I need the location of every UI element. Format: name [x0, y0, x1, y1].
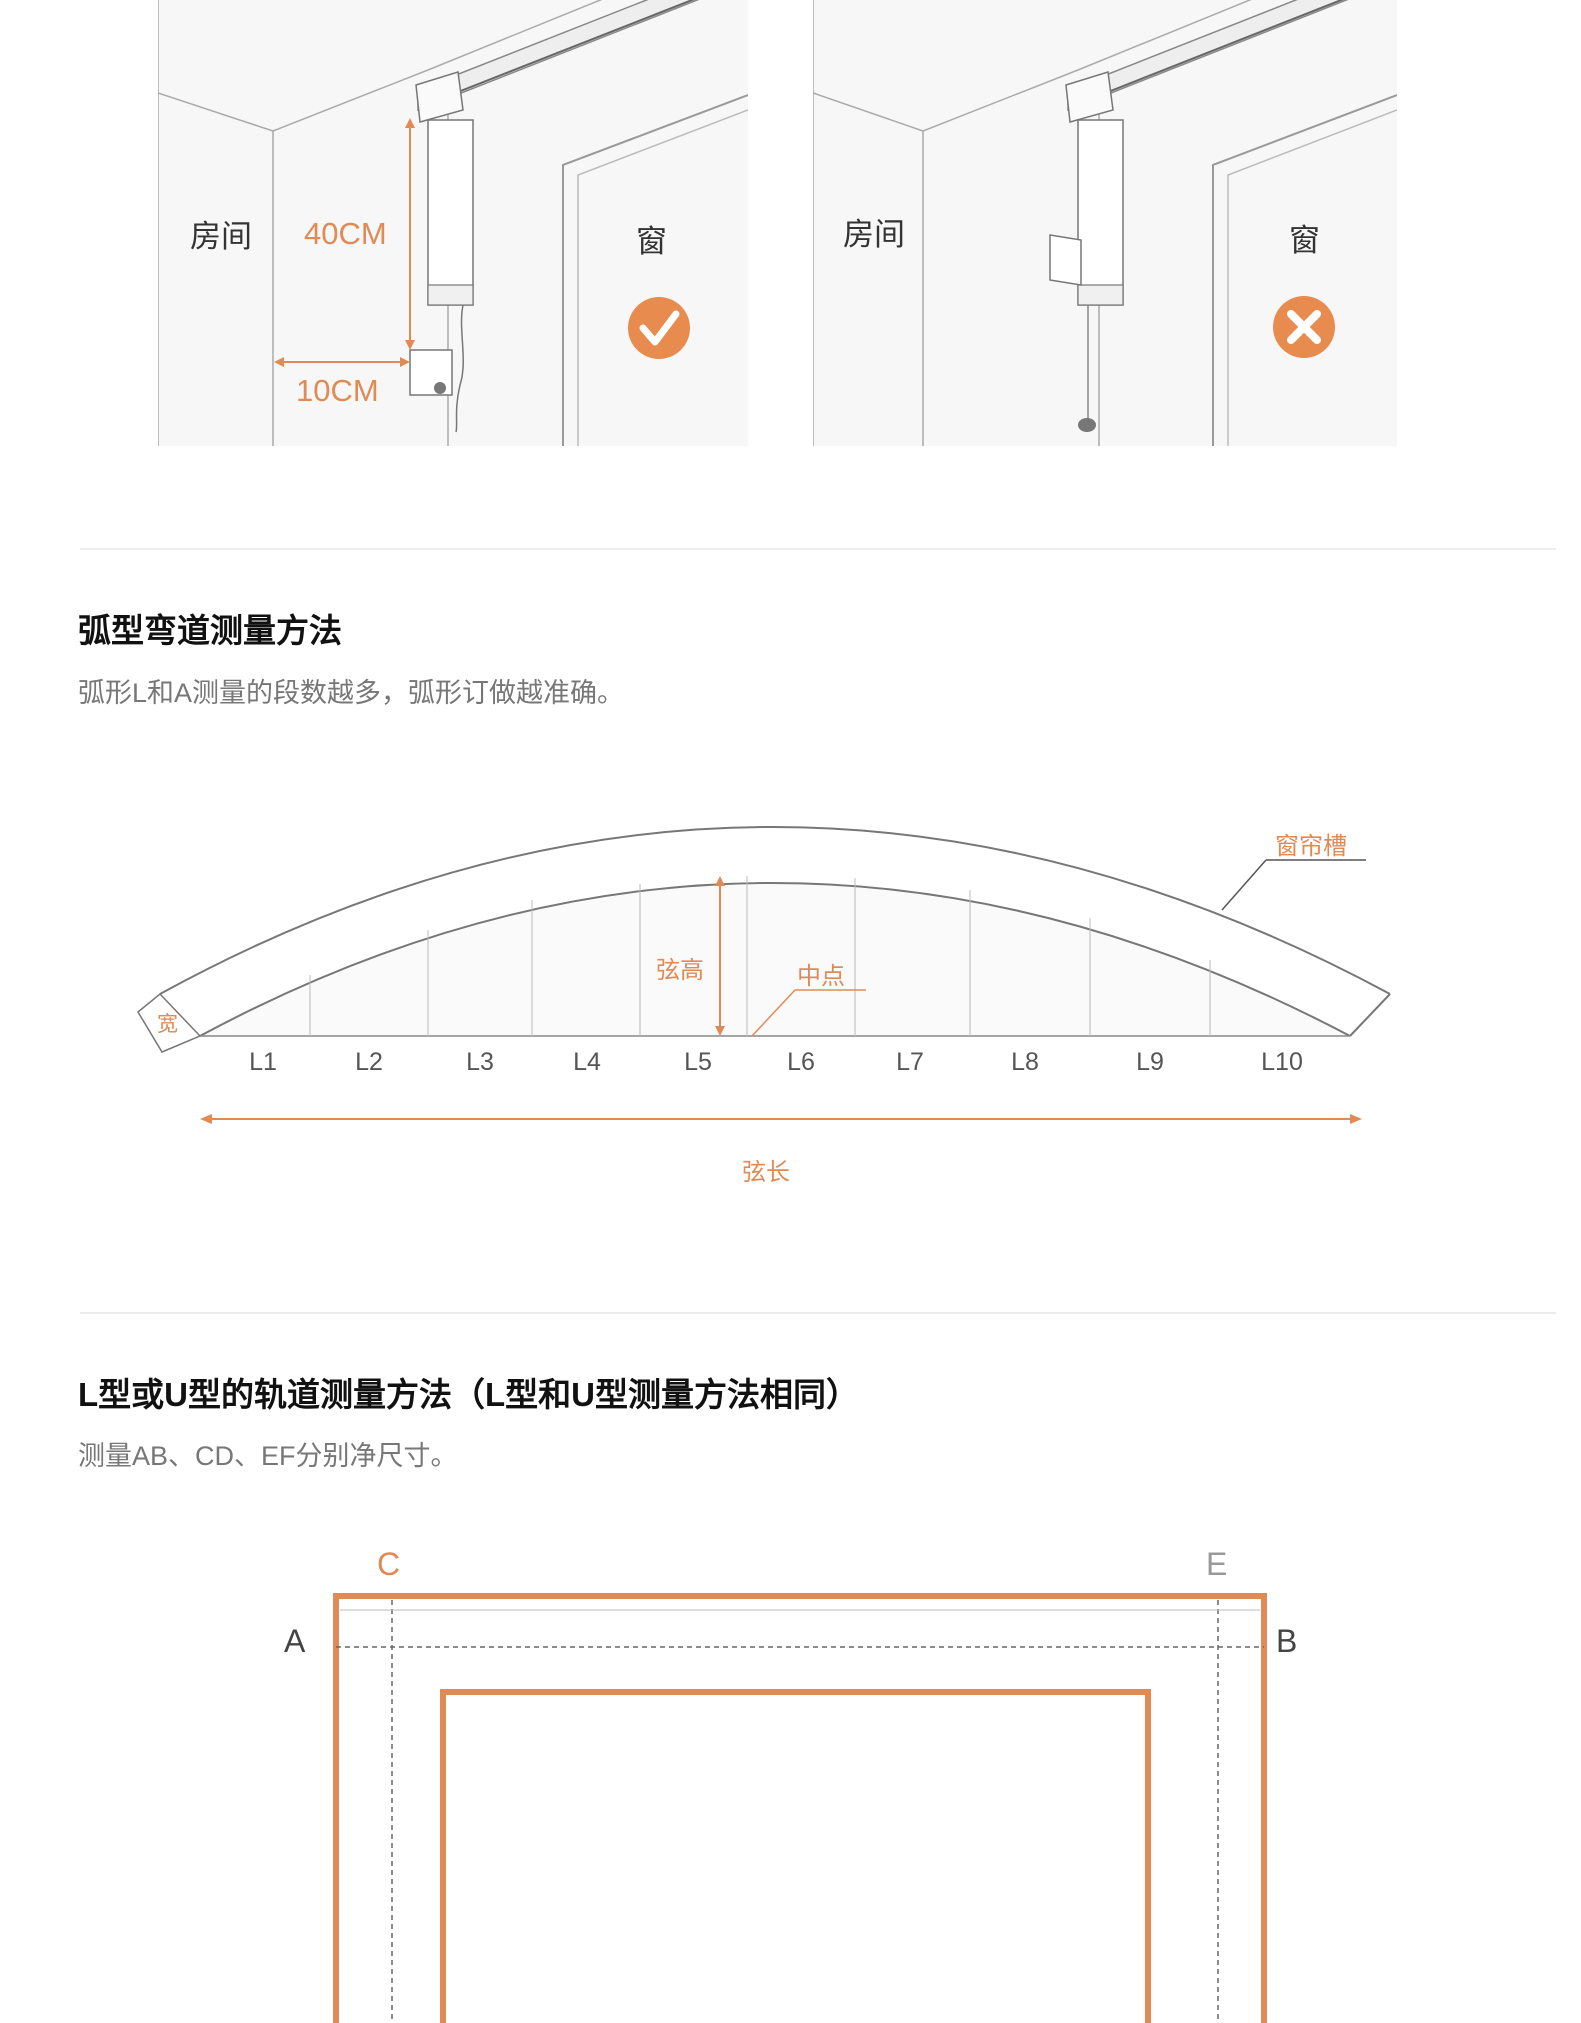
- segment-label: L3: [466, 1048, 494, 1076]
- check-icon: [628, 297, 690, 359]
- point-e-label: E: [1206, 1546, 1228, 1582]
- segment-label: L4: [573, 1048, 601, 1076]
- arc-section-title: 弧型弯道测量方法: [78, 612, 342, 649]
- height-dimension-label: 40CM: [304, 216, 387, 251]
- lu-section-title: L型或U型的轨道测量方法（L型和U型测量方法相同）: [78, 1376, 859, 1413]
- groove-label: 窗帘槽: [1275, 833, 1347, 860]
- arc-track-diagram: 宽 弦高 中点 窗帘槽 弦长 L1 L2 L3 L4 L5 L6 L7 L8 L…: [0, 760, 1581, 1200]
- room-label: 房间: [843, 217, 905, 252]
- arc-track-drawing: [137, 826, 1391, 1124]
- chord-length-label: 弦长: [742, 1159, 790, 1186]
- segment-label: L10: [1261, 1048, 1303, 1076]
- install-panel-incorrect: 房间 窗: [813, 0, 1397, 446]
- window-label: 窗: [1289, 223, 1320, 258]
- point-c-label: C: [377, 1546, 401, 1582]
- point-a-label: A: [284, 1623, 306, 1659]
- install-scene-incorrect: [813, 0, 1397, 446]
- segment-label: L1: [249, 1048, 277, 1076]
- segment-label: L5: [684, 1048, 712, 1076]
- cross-icon: [1273, 296, 1335, 358]
- u-track-drawing: [333, 1593, 1267, 2023]
- room-label: 房间: [190, 219, 252, 254]
- install-scene-correct: [158, 0, 748, 446]
- window-label: 窗: [636, 224, 667, 259]
- segment-label: L6: [787, 1048, 815, 1076]
- segment-label: L9: [1136, 1048, 1164, 1076]
- section-divider: [80, 548, 1556, 550]
- arc-section-subtitle: 弧形L和A测量的段数越多，弧形订做越准确。: [78, 678, 625, 708]
- segment-label: L8: [1011, 1048, 1039, 1076]
- install-panel-correct: 房间 窗 40CM 10CM: [158, 0, 748, 446]
- section-divider: [80, 1312, 1556, 1314]
- midpoint-label: 中点: [797, 963, 845, 990]
- chord-height-label: 弦高: [656, 957, 704, 984]
- u-track-diagram: A B C E: [0, 1530, 1581, 2023]
- offset-dimension-label: 10CM: [296, 373, 379, 408]
- width-label: 宽: [157, 1013, 178, 1036]
- segment-label: L7: [896, 1048, 924, 1076]
- point-b-label: B: [1276, 1623, 1298, 1659]
- segment-label: L2: [355, 1048, 383, 1076]
- lu-section-subtitle: 测量AB、CD、EF分别净尺寸。: [78, 1441, 458, 1471]
